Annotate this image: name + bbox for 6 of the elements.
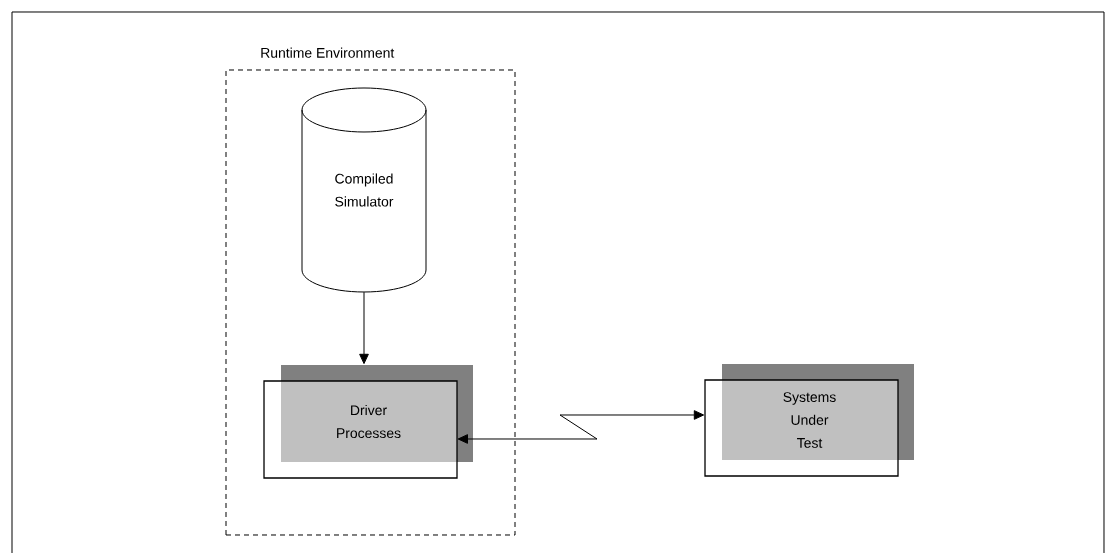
node-label: Runtime Environment (261, 47, 395, 58)
process-box: Driver Processes (263, 365, 473, 479)
database-cylinder: Compiled Simulator (301, 87, 427, 293)
process-box: Systems Under Test (704, 364, 914, 477)
arrow (457, 410, 705, 444)
arrow (359, 291, 369, 365)
